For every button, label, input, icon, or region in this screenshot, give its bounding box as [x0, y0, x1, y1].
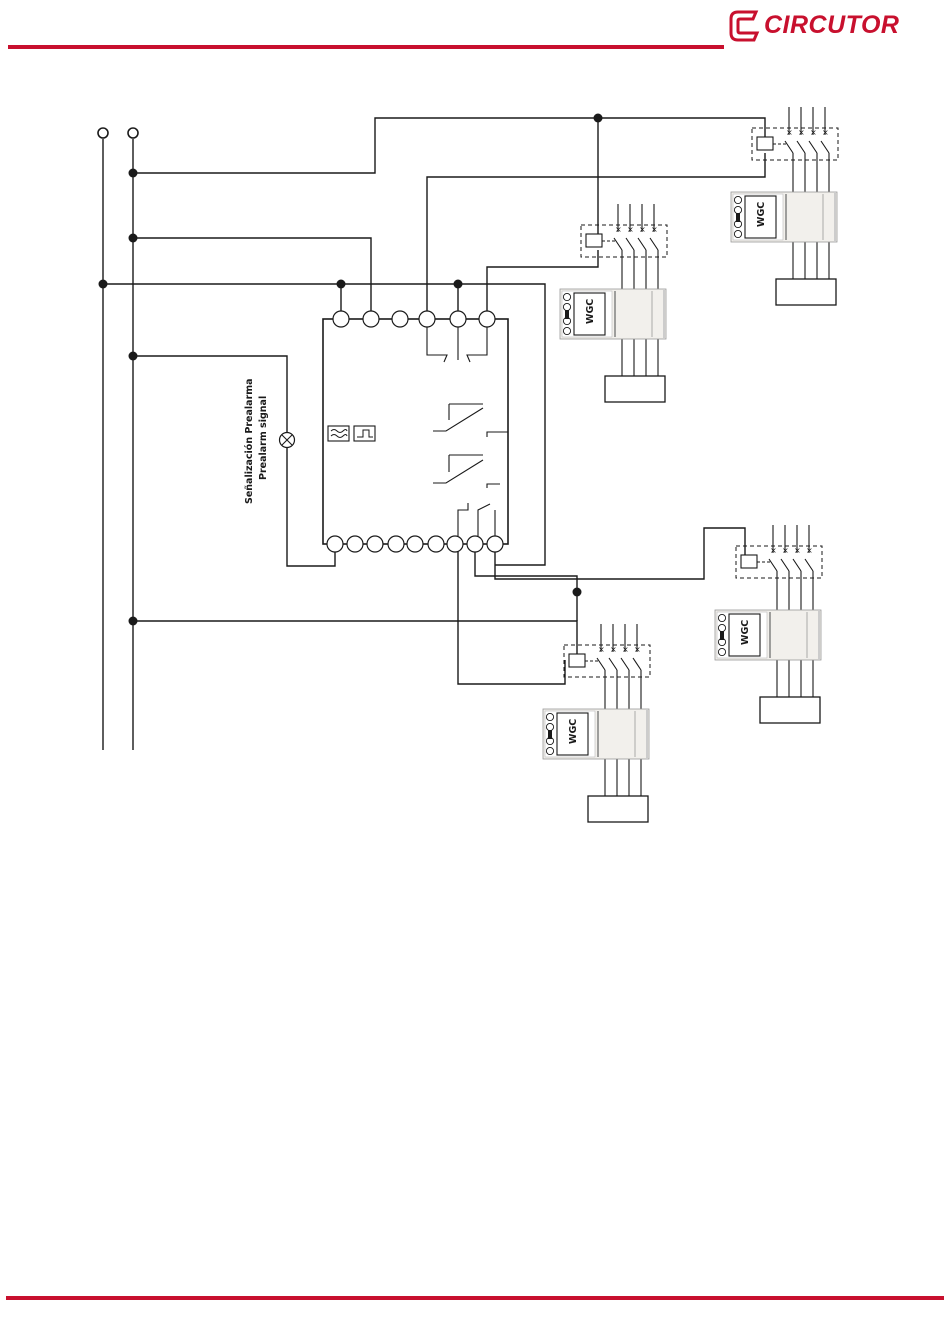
svg-text:×: ×: [634, 645, 641, 654]
load-box: [760, 697, 820, 723]
prealarm-lamp-icon: [280, 433, 295, 448]
svg-text:×: ×: [770, 546, 777, 555]
protection-group: × × × × WGC: [543, 624, 650, 822]
wgc-label: WGC: [740, 620, 751, 645]
svg-text:×: ×: [810, 128, 817, 137]
contactor-coil: [569, 654, 585, 667]
relay-device: [323, 311, 508, 552]
protection-group: × × × × WGC: [560, 204, 667, 402]
svg-text:×: ×: [651, 225, 658, 234]
svg-text:×: ×: [610, 645, 617, 654]
svg-text:×: ×: [822, 128, 829, 137]
svg-text:×: ×: [627, 225, 634, 234]
footer-rule: [6, 1296, 944, 1300]
prealarm-label-es: Señalización Prealarma: [244, 378, 255, 504]
prealarm-label-en: Prealarm signal: [258, 396, 269, 480]
svg-text:×: ×: [639, 225, 646, 234]
svg-text:×: ×: [782, 546, 789, 555]
contactor-coil: [586, 234, 602, 247]
wire-top: [133, 118, 765, 173]
load-box: [588, 796, 648, 822]
contactor-coil: [757, 137, 773, 150]
wgc-label: WGC: [585, 299, 596, 324]
svg-text:×: ×: [615, 225, 622, 234]
load-box: [776, 279, 836, 305]
svg-text:×: ×: [786, 128, 793, 137]
load-box: [605, 376, 665, 402]
protection-group: × × × × WGC: [715, 525, 822, 723]
protection-group: × × × × WGC: [731, 107, 838, 305]
svg-text:×: ×: [794, 546, 801, 555]
svg-text:×: ×: [798, 128, 805, 137]
protection-groups: × × × × WGC × × × × WGC × × × × WGC × × × × WGC: [543, 107, 838, 822]
svg-text:×: ×: [806, 546, 813, 555]
bottom-terminals: [327, 536, 503, 552]
wgc-label: WGC: [568, 719, 579, 744]
svg-text:×: ×: [622, 645, 629, 654]
contactor-coil: [741, 555, 757, 568]
svg-text:×: ×: [598, 645, 605, 654]
wgc-label: WGC: [756, 202, 767, 227]
